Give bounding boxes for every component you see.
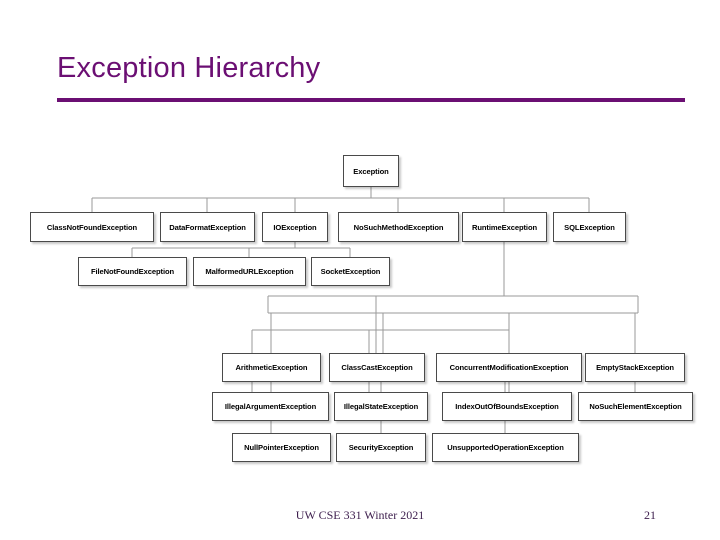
class-node-label: NoSuchElementException [589,402,682,411]
class-node-illegalstate: IllegalStateException [334,392,428,421]
class-node-ioexception: IOException [262,212,328,242]
class-node-dataformat: DataFormatException [160,212,255,242]
class-node-label: MalformedURLException [205,267,294,276]
class-node-label: UnsupportedOperationException [447,443,564,452]
class-node-emptystack: EmptyStackException [585,353,685,382]
class-node-exception: Exception [343,155,399,187]
class-node-label: SecurityException [348,443,414,452]
footer-course: UW CSE 331 Winter 2021 [295,508,425,522]
class-node-label: RuntimeException [471,222,538,232]
page-title: Exception Hierarchy [57,52,321,84]
class-node-classnotfound: ClassNotFoundException [30,212,154,242]
class-node-illegalargument: IllegalArgumentException [212,392,329,421]
title-divider [57,98,685,102]
class-node-label: IndexOutOfBoundsException [455,402,559,411]
class-node-label: IllegalArgumentException [224,402,317,411]
class-node-label: DataFormatException [169,222,246,232]
class-node-label: IOException [273,222,317,232]
class-node-arithmetic: ArithmeticException [222,353,321,382]
class-node-label: ConcurrentModificationException [449,363,569,372]
class-node-label: ClassCastException [341,363,413,372]
class-node-indexoutofbounds: IndexOutOfBoundsException [442,392,572,421]
class-node-label: SocketException [320,267,381,276]
footer-page-number: 21 [644,508,656,522]
class-node-nullpointer: NullPointerException [232,433,331,462]
class-node-filenotfound: FileNotFoundException [78,257,187,286]
class-node-security: SecurityException [336,433,426,462]
class-node-classcast: ClassCastException [329,353,425,382]
class-node-label: EmptyStackException [596,363,674,372]
class-node-unsupportedop: UnsupportedOperationException [432,433,579,462]
class-node-label: ArithmeticException [235,363,308,372]
class-node-nosuchmethod: NoSuchMethodException [338,212,459,242]
class-node-label: Exception [353,166,389,176]
class-node-malformedurl: MalformedURLException [193,257,306,286]
class-node-label: FileNotFoundException [90,267,175,276]
class-node-label: NoSuchMethodException [353,222,444,232]
class-node-label: IllegalStateException [343,402,419,411]
class-node-label: ClassNotFoundException [46,222,138,232]
diagram-connectors [91,187,639,433]
class-node-nosuchelement: NoSuchElementException [578,392,693,421]
class-node-runtime: RuntimeException [462,212,547,242]
class-node-label: SQLException [564,222,615,232]
class-node-label: NullPointerException [244,443,319,452]
class-node-concurrentmod: ConcurrentModificationException [436,353,582,382]
class-node-sql: SQLException [553,212,626,242]
class-node-socket: SocketException [311,257,390,286]
